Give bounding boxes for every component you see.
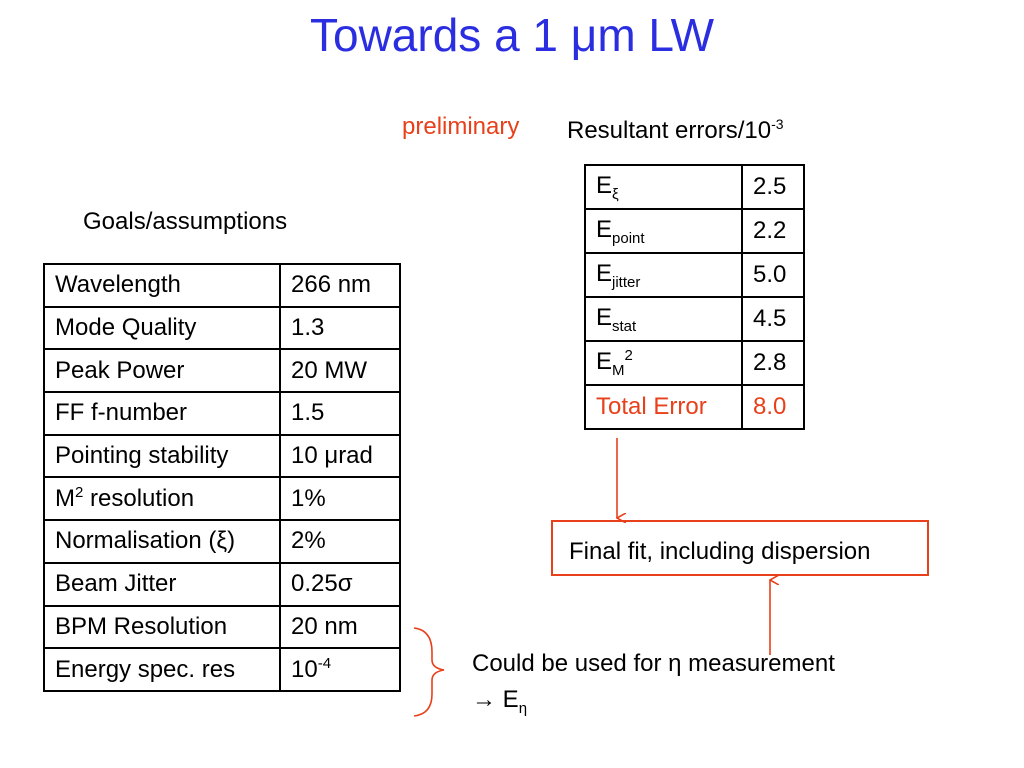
param-cell: Peak Power [43,348,281,394]
final-fit-text: Final fit, including dispersion [569,538,871,565]
param-cell: Mode Quality [43,305,281,351]
param-cell: Pointing stability [43,433,281,479]
value-cell: 1.3 [279,305,401,351]
param-cell: Energy spec. res [43,647,281,692]
value-cell: 1.5 [279,391,401,436]
resultant-heading-text: Resultant errors/10 [567,117,772,144]
title-suffix: m LW [597,9,714,61]
error-value-cell: 2.2 [741,208,805,254]
value-cell: 266 nm [279,263,401,308]
error-label-cell: Eξ [584,164,743,210]
error-label: E [596,171,613,199]
error-label-cell: Epoint [584,208,743,254]
goals-heading: Goals/assumptions [83,208,288,235]
error-label: E [596,259,613,287]
eta-note-line1: Could be used for η measurement [472,650,835,677]
eta-error-base: E [496,686,519,713]
error-value-cell: 4.5 [741,296,805,342]
right-arrow-icon: → [472,686,496,713]
error-subscript: stat [612,317,637,335]
value-base: 10 [291,656,318,684]
error-value-cell: 5.0 [741,252,805,298]
error-subscript: M [612,361,625,379]
value-cell: 1% [279,476,401,522]
param-cell: FF f-number [43,391,281,436]
param-rest: resolution [83,485,195,513]
final-fit-box [551,520,929,576]
total-error-label: Total Error [584,384,743,430]
error-value-cell: 2.8 [741,340,805,386]
error-subscript: point [612,229,645,247]
param-cell: BPM Resolution [43,604,281,650]
title-mu-symbol: μ [570,9,598,61]
error-value-cell: 2.5 [741,164,805,210]
param-cell: Wavelength [43,263,281,308]
eta-note-line2: → Eη [472,686,527,717]
total-error-value: 8.0 [741,384,805,430]
curly-brace-icon [413,627,445,717]
error-label: E [596,348,613,376]
value-cell: 0.25σ [279,561,401,607]
param-superscript: 2 [75,484,84,502]
value-cell: 10-4 [279,647,401,692]
eta-subscript: η [518,699,528,717]
title-prefix: Towards a 1 [310,9,571,61]
value-cell: 20 nm [279,604,401,650]
error-label-cell: Estat [584,296,743,342]
error-label-cell: EM2 [584,340,743,386]
preliminary-label: preliminary [402,113,520,140]
resultant-heading-exponent: -3 [771,116,784,132]
value-superscript: -4 [317,655,332,673]
error-label: E [596,215,613,243]
param-cell: Normalisation (ξ) [43,519,281,564]
param-base: M [55,485,75,513]
slide-title: Towards a 1 μm LW [0,8,1024,62]
error-label-cell: Ejitter [584,252,743,298]
error-subscript: jitter [612,273,641,291]
value-cell: 2% [279,519,401,564]
resultant-errors-heading: Resultant errors/10-3 [567,116,784,145]
table-row: Normalisation (ξ)2% [43,519,401,564]
error-superscript: 2 [624,347,633,365]
value-cell: 20 MW [279,348,401,394]
error-subscript: ξ [612,185,619,203]
value-cell: 10 μrad [279,433,401,479]
param-cell: Beam Jitter [43,561,281,607]
param-cell: M2 resolution [43,476,281,522]
error-label: E [596,303,613,331]
